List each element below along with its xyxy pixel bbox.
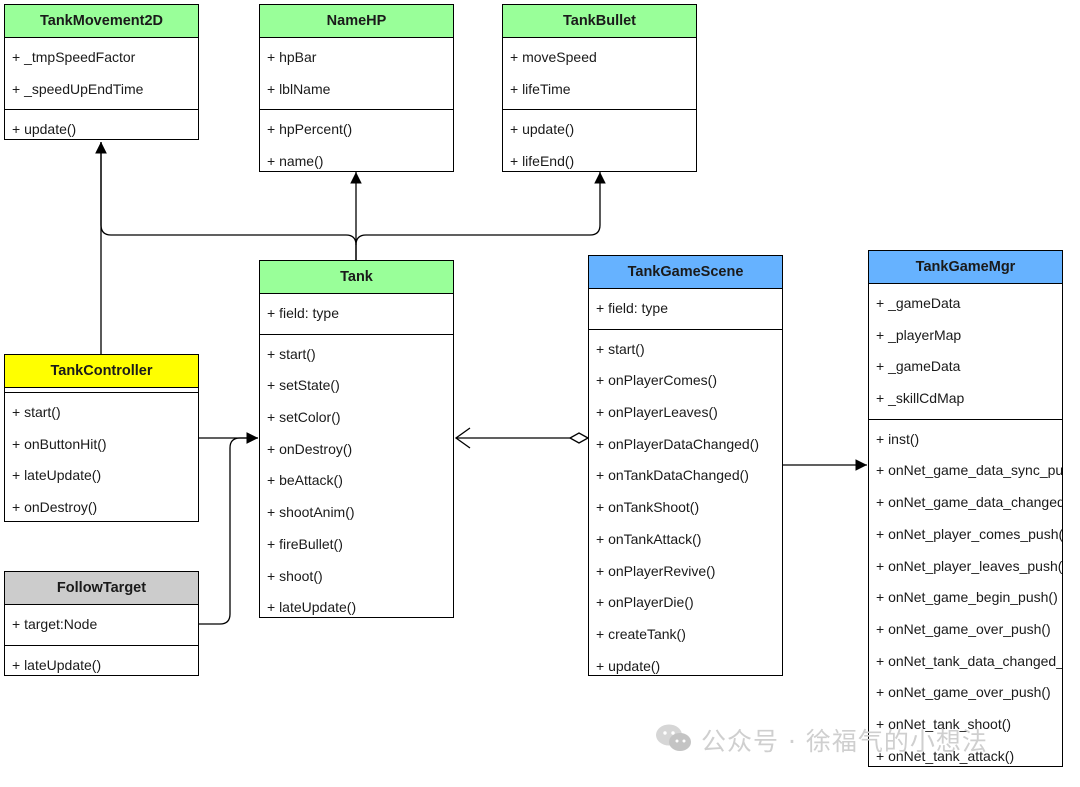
class-method: + setState() [267,377,340,394]
class-header: TankGameMgr [869,251,1062,284]
class-methods: + inst() + onNet_game_data_sync_push() +… [869,420,1062,766]
class-tank[interactable]: Tank + field: type + start() + setState(… [259,260,454,618]
class-method: + onTankDataChanged() [596,467,749,484]
class-header: TankGameScene [589,256,782,289]
wechat-icon [655,723,693,759]
class-field: + _gameData [876,358,961,375]
class-method: + onTankShoot() [596,499,700,516]
class-field: + lifeTime [510,80,571,97]
class-field: + _skillCdMap [876,390,965,407]
class-method: + lateUpdate() [12,656,102,673]
class-method: + beAttack() [267,472,343,489]
class-field: + _playerMap [876,326,962,343]
class-header: Tank [260,261,453,294]
class-field: + _speedUpEndTime [12,80,144,97]
watermark-text: 公众号 · 徐福气的小想法 [701,727,988,756]
class-method: + onNet_game_begin_push() [876,589,1058,606]
class-method: + shootAnim() [267,504,355,521]
class-method: + name() [267,153,324,170]
class-field: + field: type [596,300,668,316]
class-methods: + start() + onButtonHit() + lateUpdate()… [5,393,198,521]
class-method: + onPlayerComes() [596,372,717,389]
class-method: + onPlayerLeaves() [596,404,718,421]
class-field: + hpBar [267,49,317,65]
class-header: TankMovement2D [5,5,198,38]
class-method: + onTankAttack() [596,530,702,547]
class-fields: + field: type [260,294,453,335]
class-method: + onNet_tank_data_changed_push() [876,652,1062,669]
class-method: + onDestroy() [267,440,353,457]
class-methods: + update() [5,110,198,139]
class-field: + field: type [267,305,339,321]
open-arrowhead [454,427,471,449]
class-header: NameHP [260,5,453,38]
class-method: + lifeEnd() [510,153,575,170]
class-method: + fireBullet() [267,535,343,552]
class-method: + update() [510,121,575,138]
class-methods: + start() + onPlayerComes() + onPlayerLe… [589,330,782,675]
class-fields: + moveSpeed + lifeTime [503,38,696,111]
class-tankgamescene[interactable]: TankGameScene + field: type + start() + … [588,255,783,676]
class-method: + start() [267,345,316,362]
class-header: FollowTarget [5,572,198,605]
class-method: + onButtonHit() [12,435,107,452]
class-method: + onPlayerDie() [596,594,694,611]
class-method: + onNet_game_data_changed_push() [876,494,1062,511]
class-method: + start() [596,340,645,357]
class-method: + onNet_player_leaves_push() [876,557,1062,574]
class-field: + lblName [267,80,331,97]
class-field: + moveSpeed [510,49,597,65]
class-followtarget[interactable]: FollowTarget + target:Node + lateUpdate(… [4,571,199,676]
class-fields: + _gameData + _playerMap + _gameData + _… [869,284,1062,420]
class-method: + hpPercent() [267,121,353,138]
class-methods: + hpPercent() + name() [260,110,453,171]
class-fields: + target:Node [5,605,198,646]
class-tankgamemgr[interactable]: TankGameMgr + _gameData + _playerMap + _… [868,250,1063,767]
class-field: + _tmpSpeedFactor [12,49,136,65]
watermark: 公众号 · 徐福气的小想法 [655,722,988,759]
class-method: + start() [12,404,61,420]
class-field: + _gameData [876,295,961,311]
class-fields: + field: type [589,289,782,330]
class-method: + onNet_game_data_sync_push() [876,462,1062,479]
class-method: + onNet_tank_attack() [876,747,1015,764]
class-tankcontroller[interactable]: TankController + start() + onButtonHit()… [4,354,199,522]
class-method: + onNet_tank_shoot() [876,715,1012,732]
class-methods: + start() + setState() + setColor() + on… [260,335,453,617]
class-method: + onPlayerRevive() [596,562,716,579]
edge-tank-tankbullet [355,172,606,246]
class-field: + target:Node [12,616,98,632]
class-header: TankBullet [503,5,696,38]
class-method: + onNet_player_comes_push() [876,525,1062,542]
class-method: + createTank() [596,625,686,642]
class-method: + shoot() [267,567,323,584]
class-method: + inst() [876,430,920,447]
class-fields: + hpBar + lblName [260,38,453,111]
class-methods: + update() + lifeEnd() [503,110,696,171]
class-header: TankController [5,355,198,388]
class-method: + onNet_game_over_push() [876,684,1051,701]
class-tankbullet[interactable]: TankBullet + moveSpeed + lifeTime + upda… [502,4,697,172]
class-fields [5,388,198,393]
class-tankmovement2d[interactable]: TankMovement2D + _tmpSpeedFactor + _spee… [4,4,199,140]
class-namehp[interactable]: NameHP + hpBar + lblName + hpPercent() +… [259,4,454,172]
class-method: + setColor() [267,409,341,426]
class-fields: + _tmpSpeedFactor + _speedUpEndTime [5,38,198,111]
class-method: + update() [596,657,661,674]
edge-followtarget-tank [198,432,258,625]
class-method: + onPlayerDataChanged() [596,435,760,452]
class-method: + onDestroy() [12,499,98,516]
aggregation-diamond [568,432,590,444]
class-methods: + lateUpdate() [5,646,198,675]
class-method: + onNet_game_over_push() [876,620,1051,637]
class-method: + update() [12,121,77,138]
class-method: + lateUpdate() [267,599,357,616]
class-method: + lateUpdate() [12,467,102,484]
